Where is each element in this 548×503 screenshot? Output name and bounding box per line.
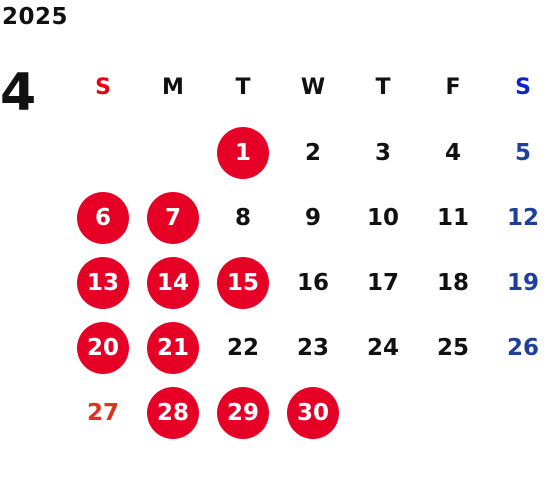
day-number[interactable]: 2: [304, 139, 321, 166]
day-cell: 19: [488, 250, 548, 315]
weekday-header-fri: F: [445, 75, 461, 100]
weekday-header-tue: T: [235, 75, 251, 100]
weekday-header-mon: M: [162, 75, 184, 100]
day-number[interactable]: 22: [226, 334, 259, 361]
day-number[interactable]: 18: [436, 269, 469, 296]
day-number[interactable]: 24: [366, 334, 399, 361]
day-cell: 10: [348, 185, 418, 250]
weekday-header-thu: T: [375, 75, 391, 100]
day-cell: 29: [208, 380, 278, 445]
day-number[interactable]: 17: [366, 269, 399, 296]
day-number[interactable]: 16: [296, 269, 329, 296]
day-number[interactable]: 26: [506, 334, 539, 361]
day-number[interactable]: 15: [217, 256, 269, 309]
day-cell: 12: [488, 185, 548, 250]
day-cell: 17: [348, 250, 418, 315]
day-number[interactable]: 28: [147, 386, 199, 439]
day-number[interactable]: 19: [506, 269, 539, 296]
day-cell: 11: [418, 185, 488, 250]
day-number[interactable]: 27: [86, 399, 119, 426]
day-number[interactable]: 11: [436, 204, 469, 231]
day-cell: 5: [488, 120, 548, 185]
day-number[interactable]: 5: [514, 139, 531, 166]
empty-cell: [348, 380, 418, 445]
month-number: 4: [0, 63, 37, 123]
day-cell: 30: [278, 380, 348, 445]
day-cell: 25: [418, 315, 488, 380]
empty-cell: [68, 120, 138, 185]
day-cell: 9: [278, 185, 348, 250]
weekday-header-sat: S: [515, 75, 531, 100]
day-number[interactable]: 10: [366, 204, 399, 231]
day-number[interactable]: 20: [77, 321, 129, 374]
day-number[interactable]: 13: [77, 256, 129, 309]
day-cell: 27: [68, 380, 138, 445]
day-number[interactable]: 3: [374, 139, 391, 166]
day-number[interactable]: 8: [234, 204, 251, 231]
day-cell: 3: [348, 120, 418, 185]
weekday-header-wed: W: [300, 75, 326, 100]
day-cell: 14: [138, 250, 208, 315]
day-number[interactable]: 14: [147, 256, 199, 309]
day-number[interactable]: 21: [147, 321, 199, 374]
day-cell: 23: [278, 315, 348, 380]
day-cell: 2: [278, 120, 348, 185]
day-cell: 8: [208, 185, 278, 250]
day-cell: 6: [68, 185, 138, 250]
day-cell: 4: [418, 120, 488, 185]
day-number[interactable]: 29: [217, 386, 269, 439]
calendar-grid: S M T W T F S 1 2 3 4 5 6 7 8 9 10 11 12…: [68, 55, 548, 445]
day-cell: 21: [138, 315, 208, 380]
day-cell: 22: [208, 315, 278, 380]
day-cell: 15: [208, 250, 278, 315]
day-number[interactable]: 7: [147, 191, 199, 244]
empty-cell: [418, 380, 488, 445]
day-number[interactable]: 1: [217, 126, 269, 179]
day-cell: 20: [68, 315, 138, 380]
day-cell: 18: [418, 250, 488, 315]
day-number[interactable]: 6: [77, 191, 129, 244]
day-cell: 7: [138, 185, 208, 250]
day-cell: 13: [68, 250, 138, 315]
day-number[interactable]: 23: [296, 334, 329, 361]
day-number[interactable]: 9: [304, 204, 321, 231]
day-cell: 16: [278, 250, 348, 315]
day-cell: 26: [488, 315, 548, 380]
day-number[interactable]: 30: [287, 386, 339, 439]
day-number[interactable]: 4: [444, 139, 461, 166]
year-label: 2025: [2, 4, 69, 30]
day-number[interactable]: 12: [506, 204, 539, 231]
empty-cell: [488, 380, 548, 445]
day-cell: 28: [138, 380, 208, 445]
day-cell: 1: [208, 120, 278, 185]
empty-cell: [138, 120, 208, 185]
day-number[interactable]: 25: [436, 334, 469, 361]
weekday-header-sun: S: [95, 75, 111, 100]
day-cell: 24: [348, 315, 418, 380]
